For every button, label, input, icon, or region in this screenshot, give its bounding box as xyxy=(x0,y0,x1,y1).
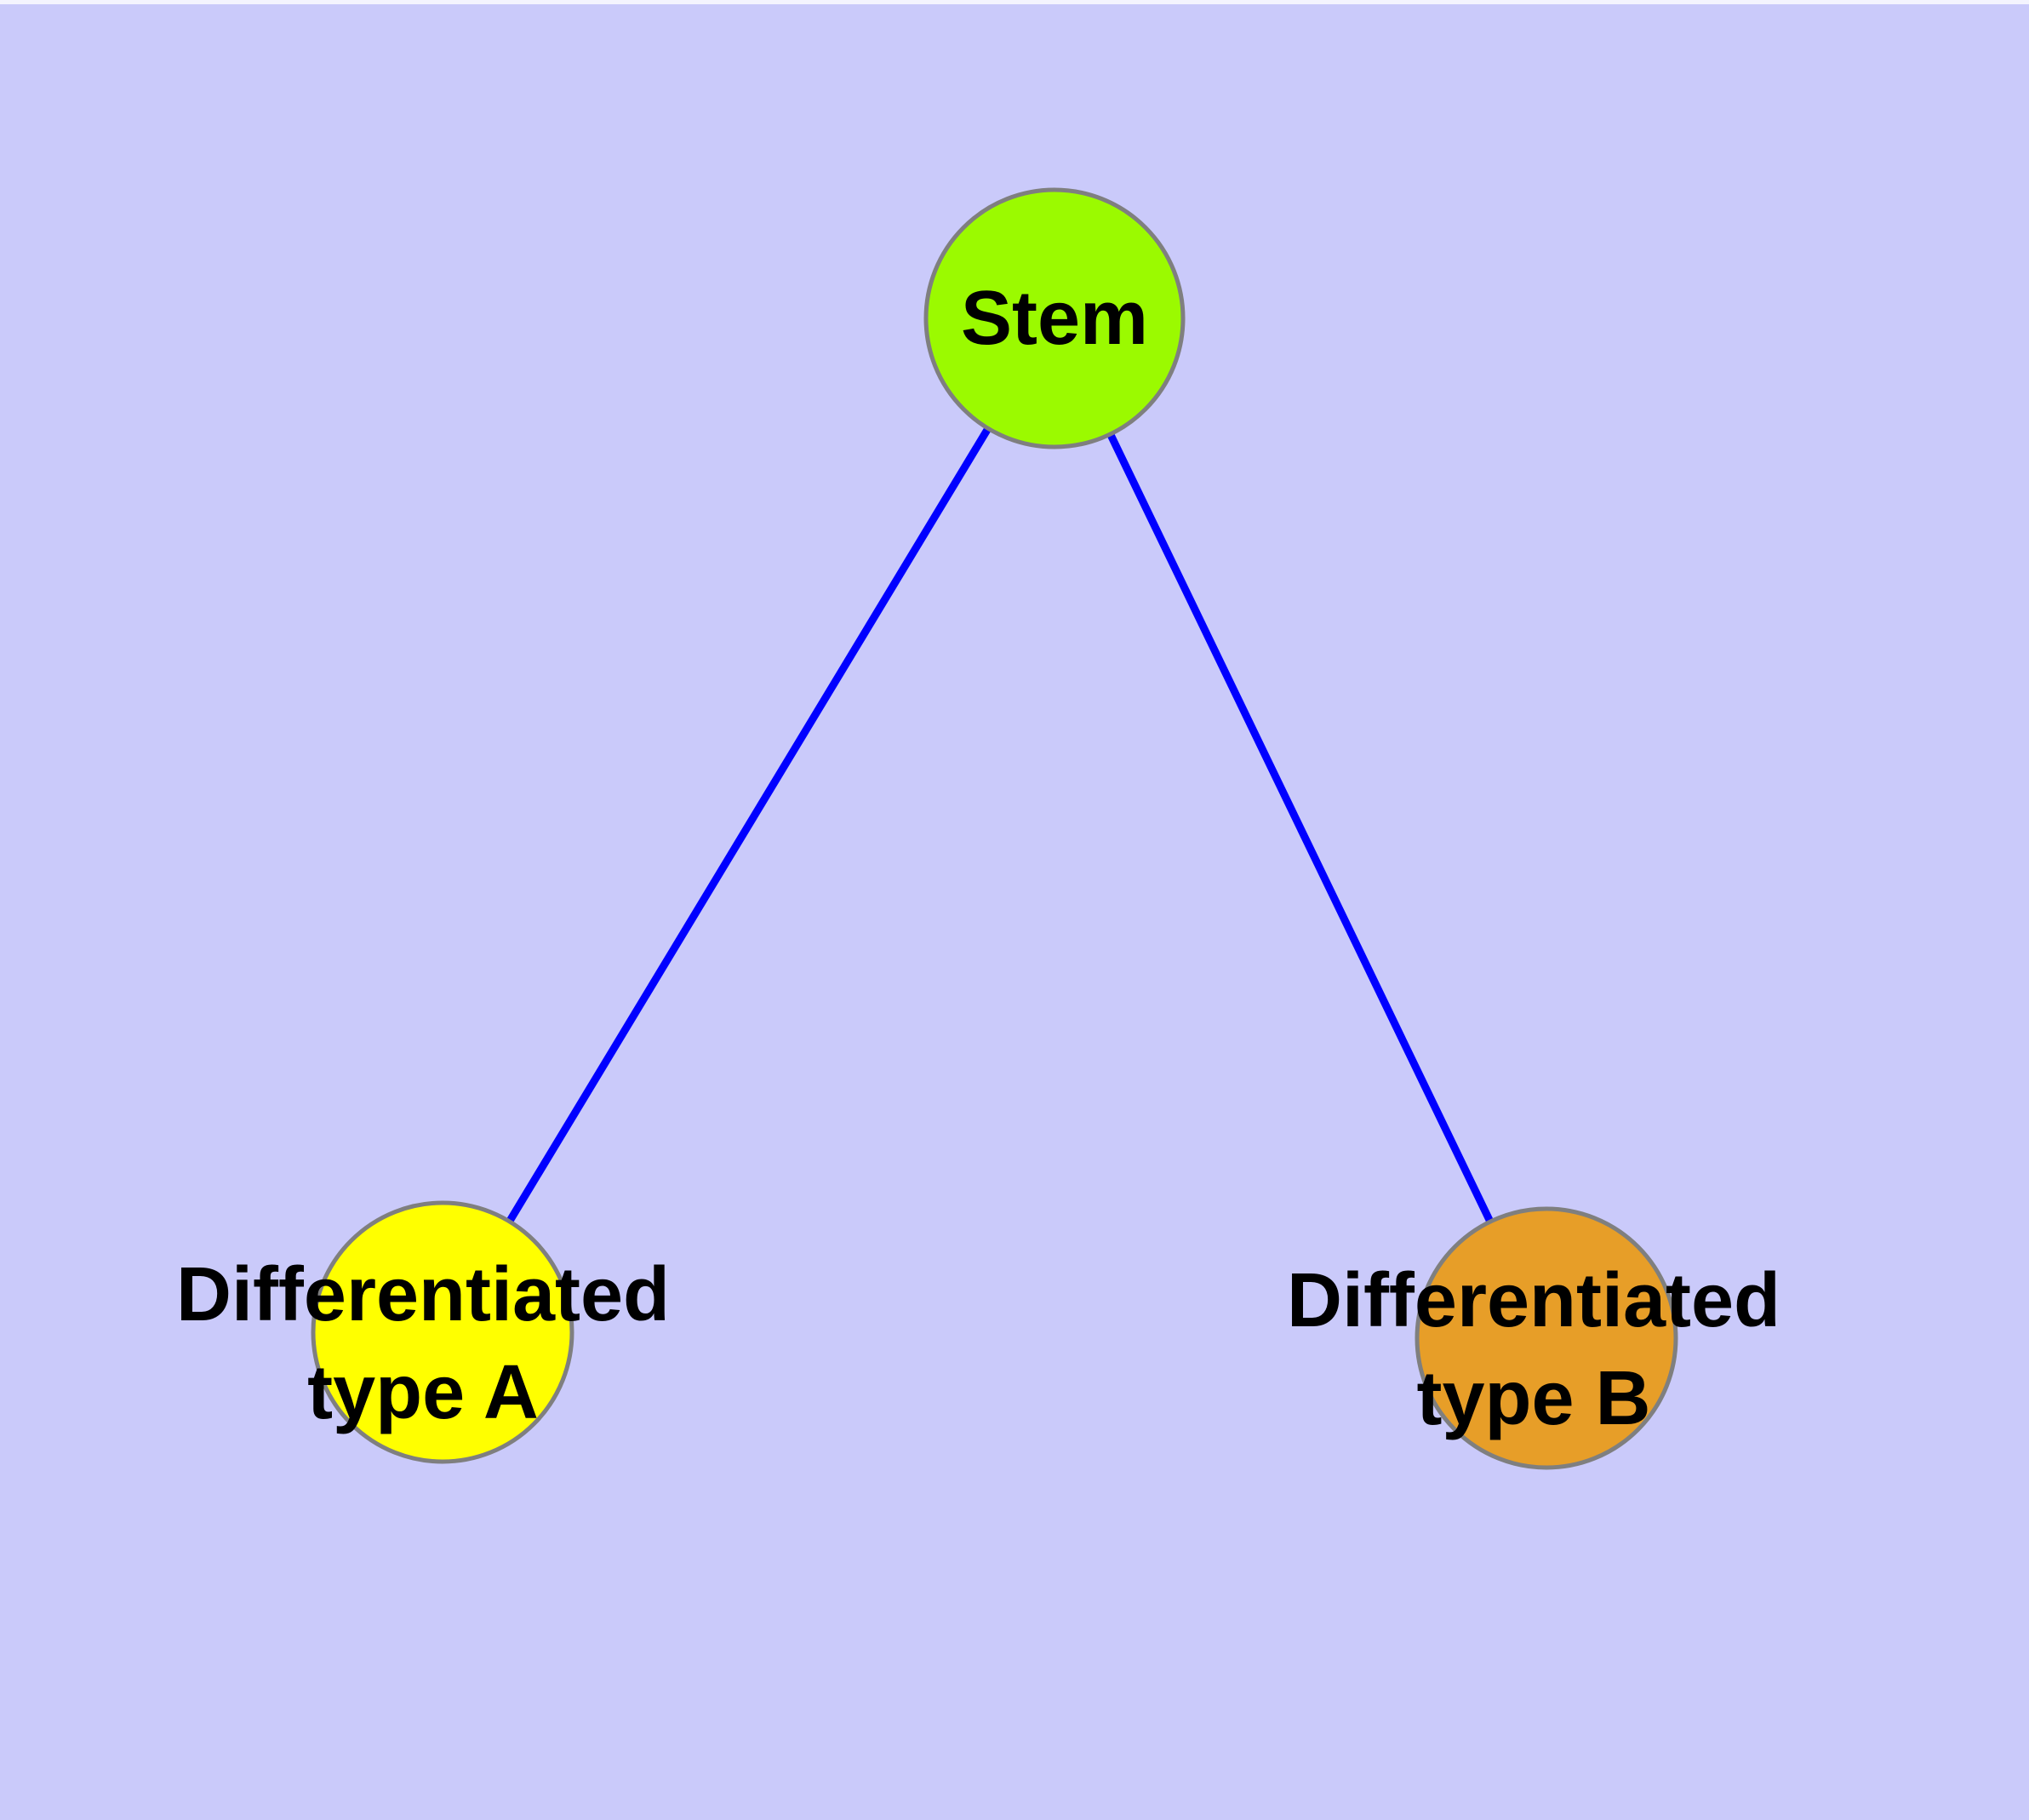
top-edge-highlight xyxy=(0,0,2029,4)
node-stem-label: Stem xyxy=(961,276,1148,361)
node-type-a-circle xyxy=(311,1200,574,1464)
edge-stem-to-type-b xyxy=(1050,317,1551,1340)
node-type-b-label-line1: Differentiated xyxy=(1287,1258,1780,1343)
node-type-b-circle xyxy=(1415,1206,1678,1470)
node-type-a-label-line2: type A xyxy=(307,1350,539,1435)
node-type-a-label-line1: Differentiated xyxy=(176,1252,670,1337)
node-type-b-label-line2: type B xyxy=(1416,1356,1650,1441)
edge-stem-to-type-a xyxy=(439,316,1058,1335)
node-stem-circle xyxy=(923,187,1186,449)
